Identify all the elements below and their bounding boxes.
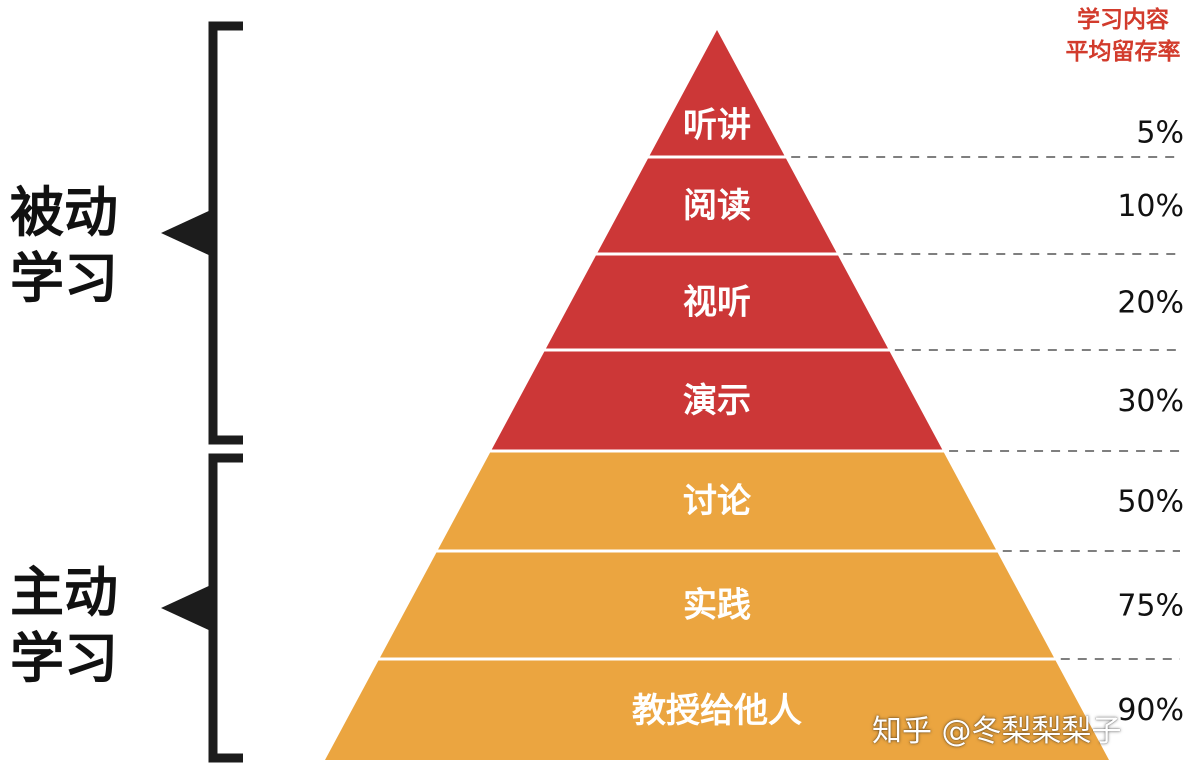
pyramid-level-label: 教授给他人 [632, 691, 802, 731]
pyramid-level-label: 演示 [683, 381, 751, 421]
pyramid-level-label: 实践 [683, 586, 751, 626]
pyramid-level-7 [325, 660, 1109, 760]
pyramid-level-6 [380, 552, 1054, 658]
pyramid-level-label: 讨论 [683, 482, 752, 522]
pyramid-level-3 [545, 255, 889, 349]
header-line1: 学习内容 [1077, 7, 1169, 33]
passive-bracket [208, 21, 243, 445]
active-bracket-pointer [161, 584, 213, 632]
watermark: 知乎 @冬梨梨梨子 [872, 714, 1122, 749]
active-label-line1: 主动 [10, 561, 118, 624]
retention-rate-value: 20% [1117, 286, 1184, 321]
header-line2: 平均留存率 [1065, 39, 1181, 65]
pyramid-level-4 [491, 351, 943, 450]
retention-rate-value: 75% [1117, 589, 1184, 624]
active-learning-label: 主动 学习 [10, 560, 130, 692]
retention-rate-value: 10% [1117, 189, 1184, 224]
pyramid-level-label: 视听 [683, 283, 751, 323]
retention-rate-value: 90% [1117, 693, 1184, 728]
active-bracket [208, 453, 243, 763]
passive-label-line1: 被动 [10, 181, 118, 244]
passive-learning-label: 被动 学习 [10, 180, 130, 312]
pyramid-level-label: 听讲 [683, 106, 751, 146]
passive-bracket-pointer [161, 209, 213, 257]
pyramid-level-2 [597, 158, 837, 253]
retention-rate-header: 学习内容 平均留存率 [1048, 4, 1198, 68]
pyramid-level-label: 阅读 [683, 186, 751, 226]
pyramid-level-5 [438, 452, 996, 550]
retention-rate-value: 50% [1117, 485, 1184, 520]
active-label-line2: 学习 [10, 627, 118, 690]
retention-rate-value: 5% [1136, 116, 1184, 151]
retention-rate-value: 30% [1117, 384, 1184, 419]
passive-label-line2: 学习 [10, 247, 118, 310]
pyramid-level-1 [649, 30, 785, 156]
